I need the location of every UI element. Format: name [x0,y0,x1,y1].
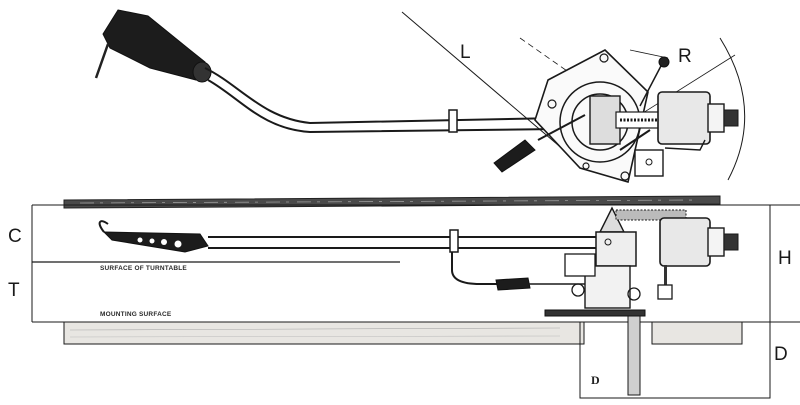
headshell-side [102,231,209,253]
screw-2 [599,53,609,63]
counterweight-top [657,91,711,145]
gimbal-block-top [589,95,621,145]
r-stem [639,63,663,107]
lift-box-top [634,149,664,177]
platter-texture [79,199,701,204]
pivot-screw-side [604,238,612,246]
counterweight-knob-side [723,233,739,251]
top-view [94,9,746,184]
pivot-line [629,49,669,59]
threaded-bar-side [615,209,687,221]
cue-lever-handle-top [493,139,536,173]
headshell-top [102,9,206,81]
counterweight-side [659,217,711,267]
arm-tube-top-inner [207,79,561,134]
anti-skate-wire [664,139,706,151]
label-t: T [8,280,20,301]
base-block-side [564,253,596,277]
turntable-platter-edge [63,195,721,209]
wood-grain-2 [69,335,561,338]
counterweight-end-top [707,103,725,133]
lift-box-hole [645,158,653,166]
pillar-shaft [627,314,641,396]
counterweight-knob-top [723,109,739,127]
vertical-weight [657,284,673,300]
r-ball [658,56,670,68]
label-r: R [678,46,692,67]
side-view [31,195,800,399]
label-h: H [778,248,792,269]
headshell-hole-2 [149,238,155,244]
cue-lever-handle-side [495,277,531,291]
vertical-weight-rod [664,265,667,285]
dimension-line-l [401,11,586,169]
screw-4 [582,162,590,170]
headshell-collar [192,61,212,83]
wood-grain-1 [69,327,561,331]
gimbal-side [595,231,637,267]
headshell-hole-1 [137,237,143,243]
base-knob-2 [627,287,641,301]
label-d: D [774,344,788,365]
label-mounting-surface: MOUNTING SURFACE [100,311,172,318]
label-d-pillar: D [591,373,600,387]
screw-1 [547,99,557,109]
base-knob-1 [571,283,585,297]
headshell-hole-3 [161,239,167,245]
headshell-hole-4 [174,240,182,248]
label-c: C [8,226,22,247]
label-l: L [460,42,471,63]
finger-lift [94,43,110,79]
arm-clip-top [448,109,458,133]
cue-lever-shaft-top [537,114,586,141]
counterweight-end-side [707,227,725,257]
arm-tube-top [204,67,561,125]
anti-skate-arm [619,129,651,151]
mounting-board-right [651,321,743,345]
screw-3 [620,171,630,181]
arm-clip-side [449,229,459,253]
radius-arc [719,37,746,181]
cue-lever-wire-side [451,252,500,285]
label-surface-of-turntable: SURFACE OF TURNTABLE [100,265,187,272]
mounting-board [63,321,585,345]
base-flange-side [544,309,646,317]
finger-lift-side [98,220,109,233]
